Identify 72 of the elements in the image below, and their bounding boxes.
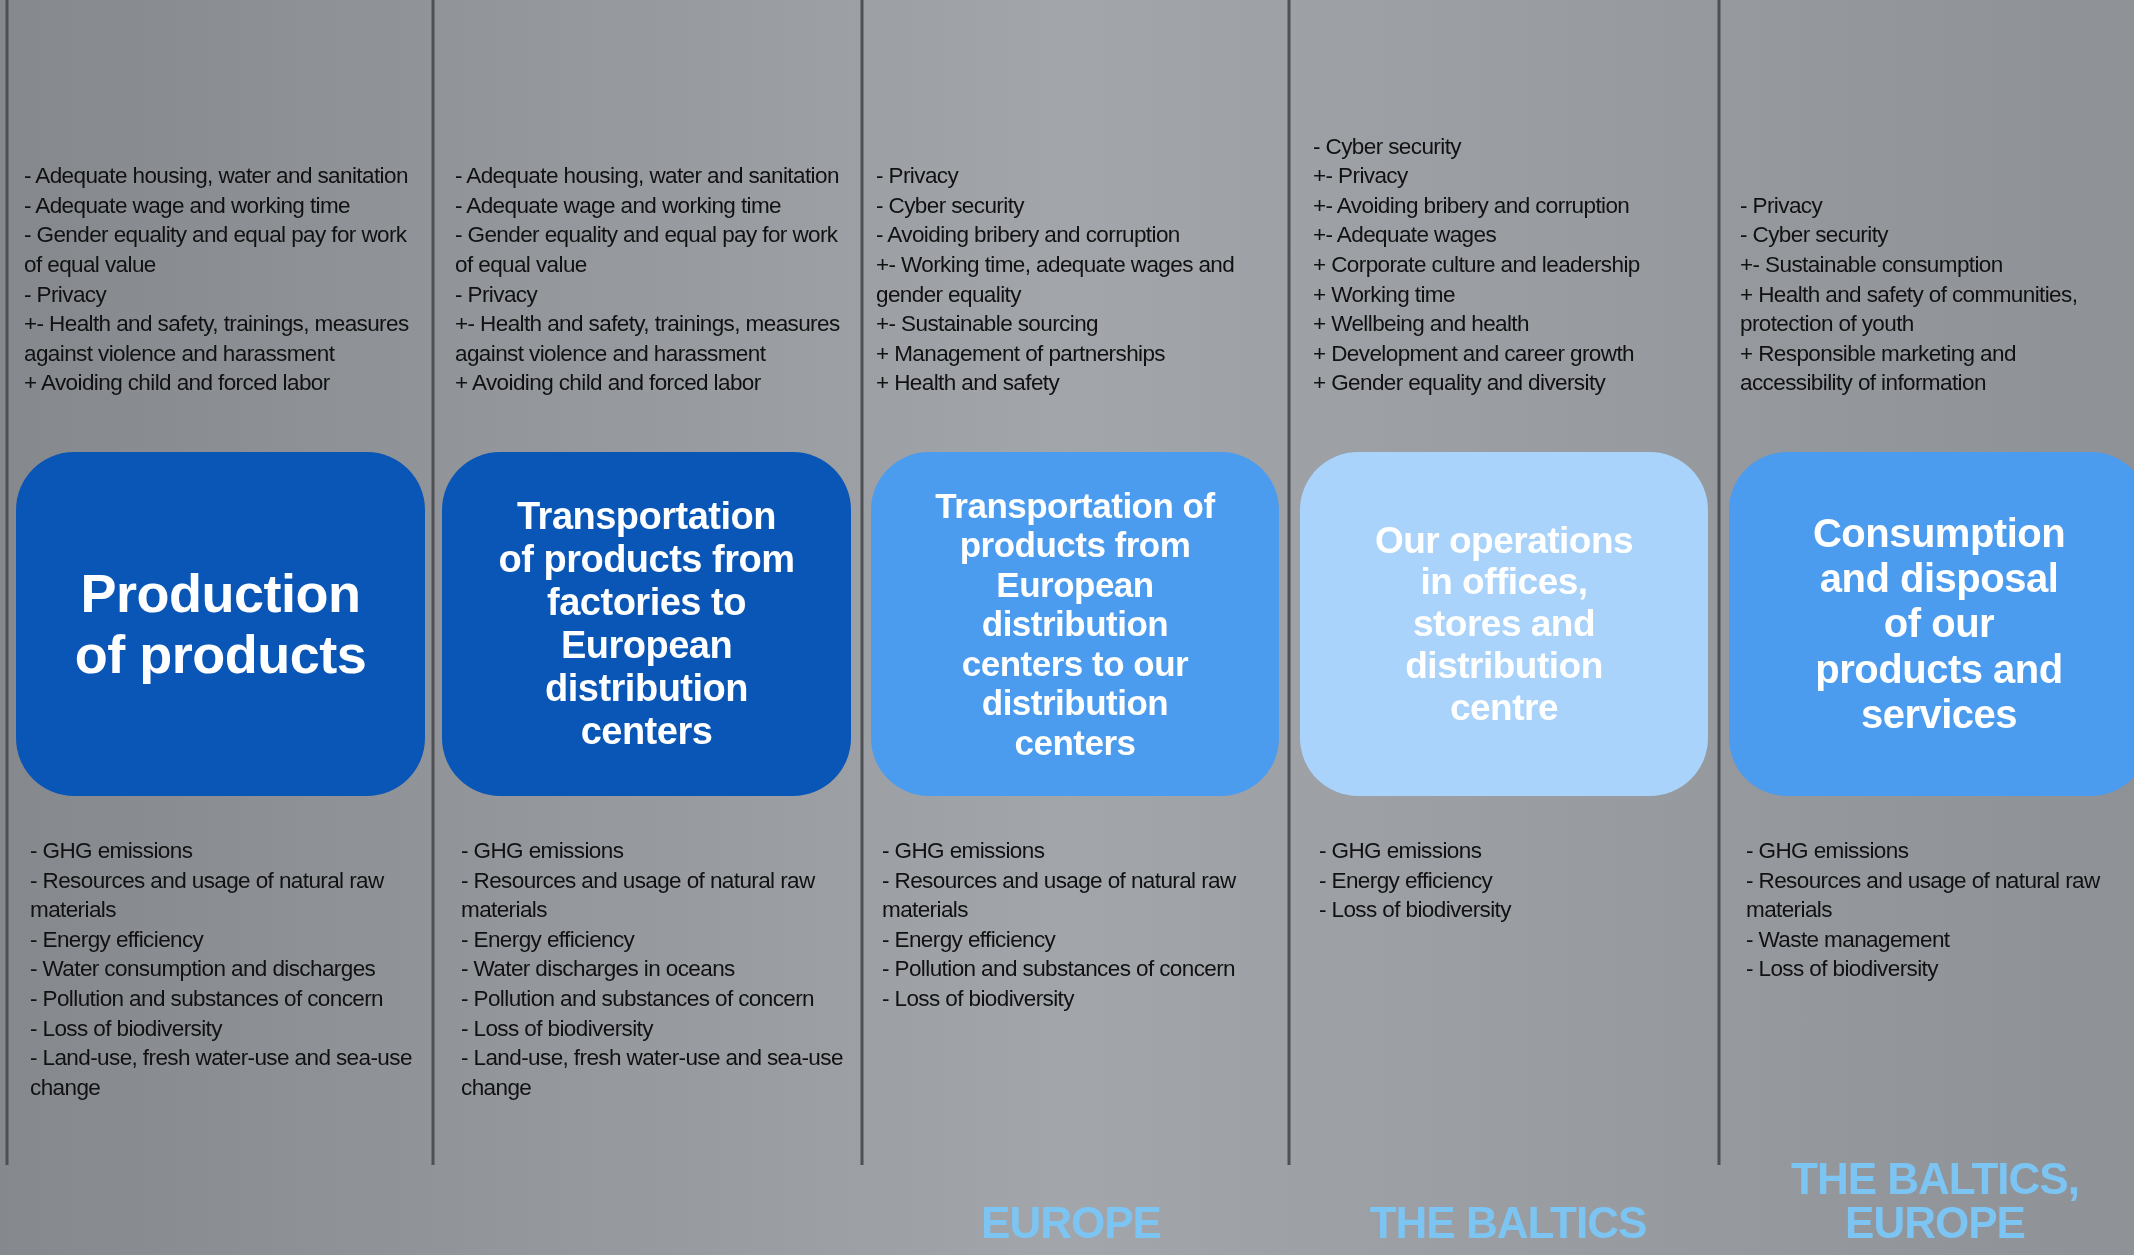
stage-title: Consumption and disposal of our products and services xyxy=(1811,511,2067,737)
social-topic: - Gender equality and equal pay for work of equal value xyxy=(455,221,839,280)
social-topic: - Privacy xyxy=(455,280,539,309)
social-topic: + Responsible marketing and accessibility of information xyxy=(1740,339,2017,398)
social-topic: - Privacy xyxy=(24,280,108,309)
stage-title: Transportation of products from European distribution centers to our distribution centers xyxy=(934,485,1217,763)
environmental-topic: - Resources and usage of natural raw materials xyxy=(882,866,1237,925)
environmental-topic: - Waste management xyxy=(1746,925,1951,954)
environmental-topic: - Loss of biodiversity xyxy=(1746,955,1940,984)
social-topic: + Gender equality and diversity xyxy=(1313,369,1607,398)
environmental-topic: - Loss of biodiversity xyxy=(882,984,1076,1013)
environmental-topic: - Resources and usage of natural raw materials xyxy=(30,866,385,925)
social-topic: - Gender equality and equal pay for work of equal value xyxy=(24,221,408,280)
social-topic: + Management of partnerships xyxy=(876,339,1166,368)
environmental-topic: - Water discharges in oceans xyxy=(461,955,736,984)
social-topic: - Adequate housing, water and sanitation xyxy=(24,162,409,191)
environmental-topic: - Resources and usage of natural raw materials xyxy=(1746,866,2101,925)
environmental-topic: - GHG emissions xyxy=(882,837,1046,865)
social-topic: +- Avoiding bribery and corruption xyxy=(1313,191,1631,220)
stage-box xyxy=(442,452,851,796)
environmental-topic: - Energy efficiency xyxy=(1319,866,1494,895)
environmental-topic: - Loss of biodiversity xyxy=(30,1014,224,1043)
social-topic: - Privacy xyxy=(1740,191,1824,220)
social-topic: - Privacy xyxy=(876,162,960,191)
social-topic: +- Health and safety, trainings, measures against violence and harassment xyxy=(24,310,409,368)
social-topic: + Working time xyxy=(1313,280,1456,309)
stage-box xyxy=(871,452,1279,796)
region-label: EUROPE xyxy=(980,1201,1162,1245)
stage-box xyxy=(1729,452,2134,796)
environmental-topic: - Loss of biodiversity xyxy=(1319,896,1513,925)
environmental-topic: - GHG emissions xyxy=(461,837,625,865)
environmental-topic: - Pollution and substances of concern xyxy=(461,984,816,1013)
environmental-topic: - Resources and usage of natural raw materials xyxy=(461,866,816,925)
stage-title: Production of products xyxy=(73,563,368,685)
social-topic: + Wellbeing and health xyxy=(1313,310,1530,339)
environmental-topic: - Land-use, fresh water-use and sea-use change xyxy=(30,1044,413,1102)
social-topic: + Development and career growth xyxy=(1313,339,1635,368)
stage-box xyxy=(1300,452,1708,796)
region-label: THE BALTICS, EUROPE xyxy=(1790,1157,2080,1245)
social-topic: +- Working time, adequate wages and gender equality xyxy=(876,251,1236,309)
environmental-topic: - Pollution and substances of concern xyxy=(882,955,1237,984)
social-topic: - Avoiding bribery and corruption xyxy=(876,221,1181,250)
social-topic: +- Sustainable sourcing xyxy=(876,310,1099,339)
social-topic: - Cyber security xyxy=(876,191,1026,220)
environmental-topic: - GHG emissions xyxy=(1319,837,1483,865)
social-topic: + Health and safety of communities, protection of youth xyxy=(1740,280,2079,339)
social-topic: - Adequate wage and working time xyxy=(24,191,351,220)
social-topic: + Health and safety xyxy=(876,369,1061,398)
social-topic: +- Privacy xyxy=(1313,162,1409,191)
environmental-topic: - Water consumption and discharges xyxy=(30,955,377,984)
social-topic: + Avoiding child and forced labor xyxy=(24,369,331,398)
environmental-topic: - Loss of biodiversity xyxy=(461,1014,655,1043)
environmental-topic: - Land-use, fresh water-use and sea-use change xyxy=(461,1044,844,1102)
social-topic: + Avoiding child and forced labor xyxy=(455,369,762,398)
stage-title: Our operations in offices, stores and distribution centre xyxy=(1373,519,1635,729)
social-topic: +- Health and safety, trainings, measures against violence and harassment xyxy=(455,310,840,368)
stage-title: Transportation of products from factories to European distribution centers xyxy=(497,495,796,753)
environmental-topic: - GHG emissions xyxy=(30,837,194,865)
environmental-topic: - Pollution and substances of concern xyxy=(30,984,385,1013)
environmental-topic: - Energy efficiency xyxy=(882,925,1057,954)
environmental-topic: - Energy efficiency xyxy=(461,925,636,954)
environmental-topic: - Energy efficiency xyxy=(30,925,205,954)
region-label: THE BALTICS xyxy=(1368,1201,1648,1245)
social-topic: +- Adequate wages xyxy=(1313,221,1498,250)
social-topic: - Adequate housing, water and sanitation xyxy=(455,162,840,191)
social-topic: +- Sustainable consumption xyxy=(1740,251,2004,280)
social-topic: - Cyber security xyxy=(1313,132,1463,161)
environmental-topic: - GHG emissions xyxy=(1746,837,1910,865)
social-topic: + Corporate culture and leadership xyxy=(1313,251,1641,280)
social-topic: - Cyber security xyxy=(1740,221,1890,250)
social-topic: - Adequate wage and working time xyxy=(455,191,782,220)
stage-box xyxy=(16,452,425,796)
